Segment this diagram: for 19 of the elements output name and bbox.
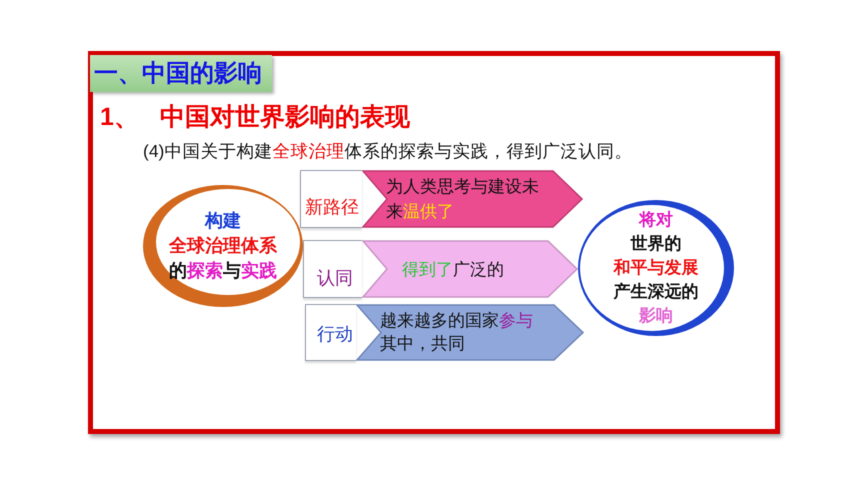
oval-text: 构建全球治理体系的探索与实践: [169, 210, 277, 282]
section-heading: 一、中国的影响: [90, 55, 272, 92]
circle-text: 将对世界的和平与发展产生深远的影响: [614, 209, 698, 327]
oval-node: [143, 185, 303, 307]
label-box: [300, 170, 362, 228]
banner-text: 越来越多的国家参与其中，共同: [380, 310, 533, 355]
arrow-banner: [356, 304, 584, 361]
label-text: 新路径: [305, 196, 359, 218]
description-text: (4)中国关于构建全球治理体系的探索与实践，得到广泛认同。: [143, 140, 632, 163]
circle-node: [578, 200, 734, 336]
label-box: [305, 304, 356, 361]
arrow-banner: [362, 240, 578, 298]
banner-text: 得到了广泛的: [402, 259, 504, 281]
label-text: 认同: [317, 267, 353, 289]
label-box: [303, 240, 362, 298]
subheading: 1、 中国对世界影响的表现: [100, 102, 410, 133]
arrow-banner: [362, 170, 583, 228]
label-text: 行动: [317, 323, 353, 345]
banner-text: 为人类思考与建设未来温供了: [386, 176, 539, 223]
